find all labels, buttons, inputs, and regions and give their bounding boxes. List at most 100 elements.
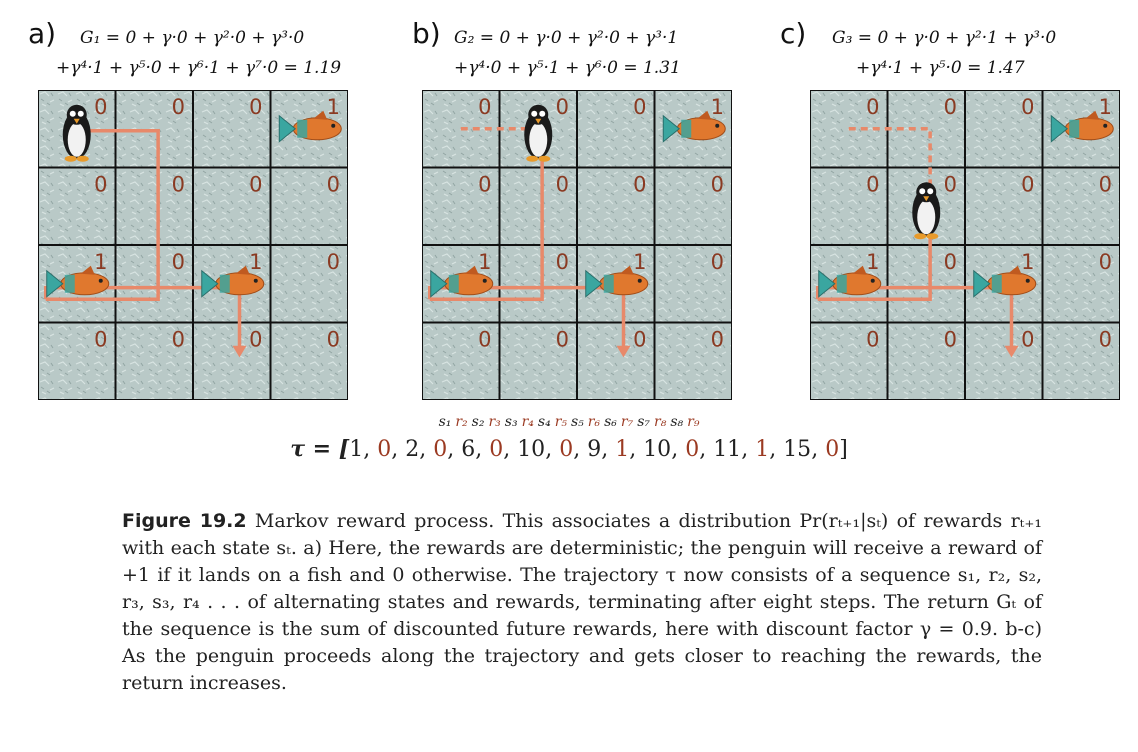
cell-reward: 0 (172, 173, 185, 197)
panel-label: b) (412, 17, 441, 50)
state-label: s₂ (471, 414, 485, 430)
state-value: 1 (349, 437, 364, 462)
return-equation-line1: G₂ = 0 + γ·0 + γ²·0 + γ³·1 (454, 28, 679, 48)
trajectory-path (428, 285, 626, 350)
cell-reward: 0 (866, 173, 879, 197)
fish-icon (278, 110, 342, 143)
trajectory-path (817, 229, 932, 301)
cell-reward: 0 (1099, 250, 1112, 274)
cell-reward: 1 (249, 250, 262, 274)
cell-reward: 0 (94, 173, 107, 197)
cell-reward: 0 (944, 173, 957, 197)
return-equation-line2: +γ⁴·0 + γ⁵·1 + γ⁶·0 = 1.31 (454, 58, 681, 78)
cell-reward: 0 (327, 250, 340, 274)
arrow-head (232, 345, 247, 358)
cell-reward: 0 (478, 173, 491, 197)
reward-value: 1 (615, 437, 630, 462)
cell-reward: 0 (327, 173, 340, 197)
reward-value: 0 (489, 437, 504, 462)
cell-reward: 1 (1021, 250, 1034, 274)
fish-icon (662, 110, 726, 143)
cell-reward: 0 (633, 95, 646, 119)
cell-reward: 0 (172, 95, 185, 119)
cell-reward: 0 (944, 250, 957, 274)
reward-label: r₇ (620, 414, 634, 430)
cell-reward: 0 (172, 250, 185, 274)
reward-value: 0 (825, 437, 840, 462)
state-value: 11 (713, 437, 742, 462)
caption-label: Figure 19.2 (122, 510, 247, 532)
cell-reward: 1 (478, 250, 491, 274)
state-label: s₇ (637, 414, 651, 430)
state-label: s₆ (604, 414, 617, 430)
fish-icon (430, 265, 494, 298)
cell-reward: 0 (94, 95, 107, 119)
cell-reward: 0 (1021, 95, 1034, 119)
panel-label: a) (28, 17, 57, 50)
reward-label: r₅ (554, 414, 567, 430)
state-value: 15 (783, 437, 812, 462)
cell-reward: 0 (711, 173, 724, 197)
return-equation-line2: +γ⁴·1 + γ⁵·0 = 1.47 (856, 58, 1025, 78)
return-equation-line1: G₁ = 0 + γ·0 + γ²·0 + γ³·0 (80, 28, 305, 48)
fish-icon (201, 265, 265, 298)
cell-reward: 0 (711, 328, 724, 352)
cell-reward: 1 (711, 95, 724, 119)
state-label: s₄ (537, 414, 551, 430)
trajectory-path (816, 285, 1014, 350)
trajectory-path (44, 285, 242, 350)
panel-c: c) G₃ = 0 + γ·0 + γ²·1 + γ³·0 +γ⁴·1 + γ⁵… (780, 18, 1120, 400)
cell-reward: 0 (556, 250, 569, 274)
cell-reward: 1 (327, 95, 340, 119)
state-value: 10 (517, 437, 546, 462)
cell-reward: 1 (1099, 95, 1112, 119)
cell-reward: 0 (1099, 173, 1112, 197)
cell-reward: 0 (94, 328, 107, 352)
reward-label: r₄ (521, 414, 534, 430)
state-label: s₁ (438, 414, 452, 430)
figure-caption: Figure 19.2 Markov reward process. This … (122, 508, 1042, 697)
cell-reward: 1 (633, 250, 646, 274)
trajectory-vector: τ = [1, 0, 2, 0, 6, 0, 10, 0, 9, 1, 10, … (290, 436, 848, 462)
panel-b: b) G₂ = 0 + γ·0 + γ²·0 + γ³·1 +γ⁴·0 + γ⁵… (412, 18, 752, 400)
fish-icon (46, 265, 110, 298)
reward-value: 0 (433, 437, 448, 462)
panel-label: c) (780, 17, 807, 50)
panel-a: a) G₁ = 0 + γ·0 + γ²·0 + γ³·0 +γ⁴·1 + γ⁵… (28, 18, 368, 400)
cell-reward: 0 (556, 95, 569, 119)
cell-reward: 0 (556, 328, 569, 352)
cell-reward: 0 (866, 95, 879, 119)
trajectory-prefix: τ = [ (290, 436, 350, 462)
state-label: s₈ (670, 414, 684, 430)
reward-value: 0 (377, 437, 392, 462)
reward-value: 1 (755, 437, 770, 462)
caption-text: Markov reward process. This associates a… (122, 510, 1042, 694)
cell-reward: 0 (633, 173, 646, 197)
state-label: s₅ (571, 414, 584, 430)
cell-reward: 0 (249, 95, 262, 119)
penguin-icon (912, 182, 941, 240)
trajectory-path (45, 129, 160, 301)
reward-label: r₈ (654, 414, 667, 430)
cell-reward: 0 (556, 173, 569, 197)
cell-reward: 1 (866, 250, 879, 274)
state-value: 6 (461, 437, 476, 462)
fish-icon (818, 265, 882, 298)
trajectory-suffix: ] (839, 437, 848, 462)
fish-icon (1050, 110, 1114, 143)
state-value: 2 (405, 437, 420, 462)
cell-reward: 0 (478, 95, 491, 119)
cell-reward: 0 (711, 250, 724, 274)
trajectory-path (429, 146, 544, 301)
reward-label: r₆ (587, 414, 601, 430)
reward-label: r₉ (687, 414, 700, 430)
state-label: s₃ (504, 414, 518, 430)
arrow-head (616, 345, 631, 358)
return-equation-line1: G₃ = 0 + γ·0 + γ²·1 + γ³·0 (832, 28, 1057, 48)
